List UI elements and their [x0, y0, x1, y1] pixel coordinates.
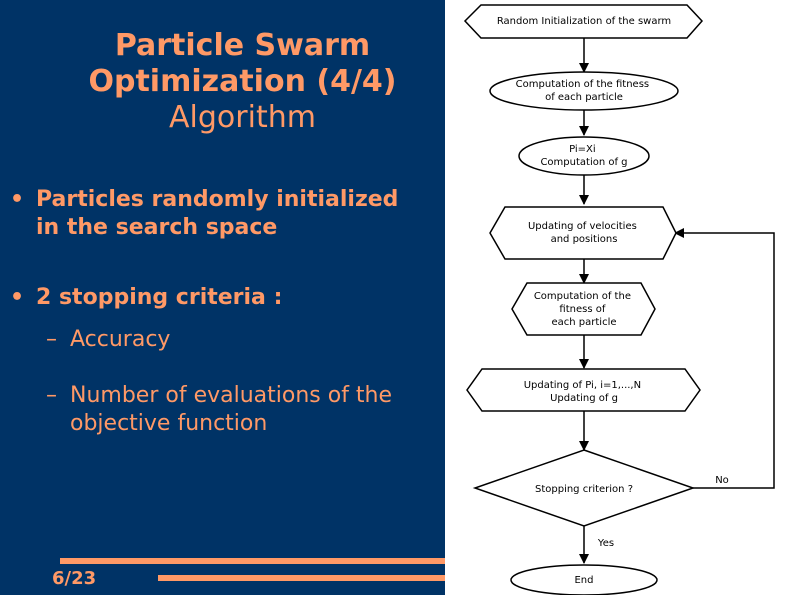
page-number: 6/23 [52, 568, 97, 589]
node-fitness1-shape [489, 71, 679, 111]
bullet-dot-icon: • [10, 187, 25, 212]
node-stop-shape [472, 449, 696, 527]
bullet-2-line-1: 2 stopping criteria : [36, 285, 283, 310]
node-pi-shape [518, 136, 650, 176]
sub-bullet-2-line-1: Number of evaluations of the [70, 383, 393, 408]
node-stop-text: Stopping criterion ? [535, 484, 633, 495]
node-end-shape [510, 564, 658, 595]
footer-bar-top [60, 558, 445, 564]
footer-bar-bottom [158, 575, 445, 581]
dash-icon: – [46, 327, 57, 352]
node-end-text: End [574, 575, 593, 586]
flowchart: Random Initialization of the swarm Compu… [463, 4, 775, 595]
node-fitness1-text: Computation of the fitness of each parti… [516, 79, 653, 103]
bullet-1-line-2: in the search space [36, 215, 278, 240]
bullet-1-line-1: Particles randomly initialized [36, 187, 399, 212]
title-line-2: Optimization (4/4) [88, 64, 397, 99]
edge-label-no: No [715, 475, 729, 486]
dash-icon: – [46, 383, 57, 408]
bullet-dot-icon: • [10, 285, 25, 310]
node-update-vel-shape [489, 206, 677, 260]
node-update-pi-shape [466, 368, 701, 412]
node-fitness2-shape [511, 282, 656, 336]
sub-bullet-1-line-1: Accuracy [70, 327, 171, 352]
node-update-pi-text: Updating of Pi, i=1,...,N Updating of g [524, 380, 645, 404]
edge-label-yes: Yes [597, 538, 614, 549]
sub-bullet-2-line-2: objective function [70, 411, 268, 436]
title-subtitle: Algorithm [169, 100, 316, 135]
flow-connectors [579, 38, 775, 564]
slide-background [0, 0, 445, 595]
title-line-1: Particle Swarm [114, 28, 371, 63]
node-fitness2-text: Computation of the fitness of each parti… [534, 291, 634, 328]
node-update-vel-text: Updating of velocities and positions [528, 221, 640, 245]
node-init-text: Random Initialization of the swarm [497, 16, 671, 27]
node-init-shape [463, 4, 704, 39]
arrow-no-loop [674, 228, 775, 489]
node-pi-text: Pi=Xi Computation of g [540, 144, 627, 168]
slide-title: Particle Swarm Optimization (4/4) Algori… [30, 28, 455, 136]
